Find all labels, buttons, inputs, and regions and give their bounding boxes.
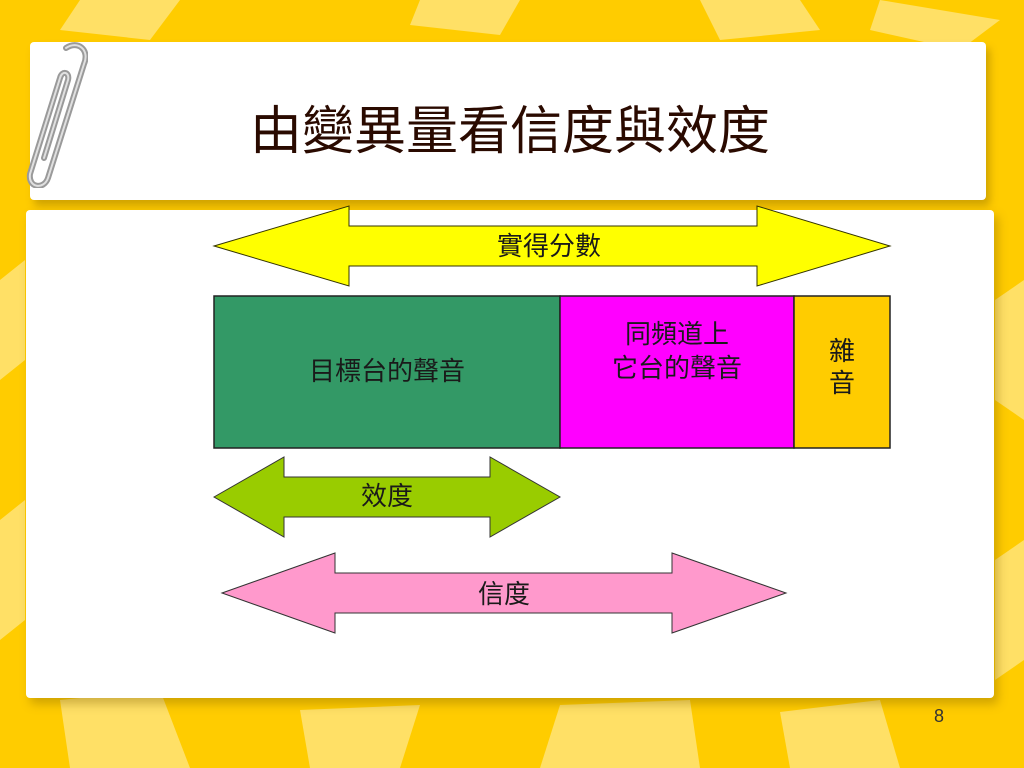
paperclip-icon — [26, 42, 88, 188]
validity-label: 效度 — [360, 482, 413, 512]
observed-score-arrow — [212, 205, 892, 287]
title-card — [30, 42, 986, 200]
slide-title: 由變異量看信度與效度 — [249, 102, 770, 162]
noise-label-line2: 音 — [828, 369, 855, 399]
target-station-label: 目標台的聲音 — [308, 357, 465, 387]
content-card — [26, 210, 994, 698]
reliability-label: 信度 — [477, 580, 530, 610]
page-number: 8 — [933, 706, 944, 726]
reliability-arrow — [220, 552, 788, 634]
observed-score-label: 實得分數 — [496, 232, 601, 262]
segment-other-stations — [559, 295, 795, 449]
segment-target-station — [213, 295, 561, 449]
other-stations-label-line2: 它台的聲音 — [611, 354, 742, 384]
validity-arrow — [212, 456, 562, 538]
segment-noise — [793, 295, 891, 449]
other-stations-label-line1: 同頻道上 — [624, 320, 729, 350]
noise-label-line1: 雜 — [828, 337, 855, 367]
